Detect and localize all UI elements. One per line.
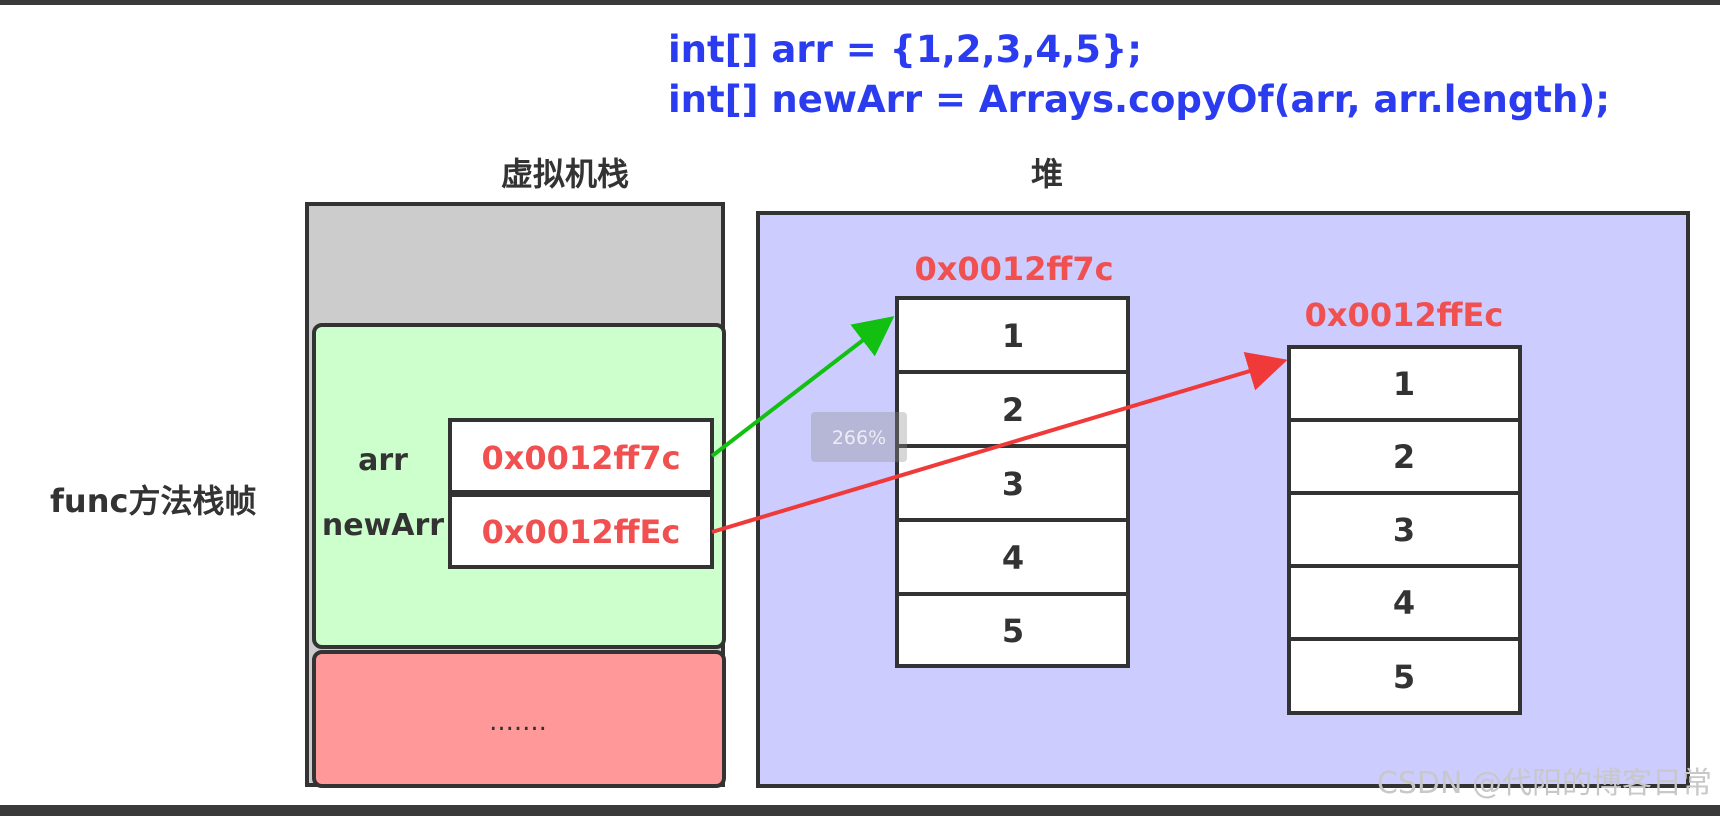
array2-value: 2 [1393,438,1415,476]
frame-label: func方法栈帧 [50,482,256,520]
array2-value: 4 [1393,584,1415,622]
heap-title: 堆 [1031,155,1063,193]
code-line-2: int[] newArr = Arrays.copyOf(arr, arr.le… [668,78,1610,121]
array1-value: 4 [1002,539,1024,577]
array1: 1 2 3 4 5 [895,296,1130,668]
var-value-arr: 0x0012ff7c [481,439,680,477]
array2-value: 1 [1393,365,1415,403]
array2-cell [1287,637,1522,715]
arr-reference-arrow [710,316,895,458]
array1-cell [895,518,1130,596]
array1-cell [895,592,1130,668]
array1-value: 1 [1002,317,1024,355]
array1-value: 3 [1002,465,1024,503]
stack-title: 虚拟机栈 [501,155,629,193]
var-value-newarr: 0x0012ffEc [482,513,681,551]
var-name-newarr: newArr [322,508,444,543]
zoom-indicator [811,412,907,462]
array2-address: 0x0012ffEc [1305,296,1504,334]
other-stack-frame [312,650,726,788]
array2-cell [1287,564,1522,641]
zoom-indicator-text: 266% [832,427,886,449]
ellipsis-text: ....... [489,707,547,737]
var-value-box-newarr [448,493,714,569]
array2-value: 5 [1393,658,1415,696]
array2-cell [1287,418,1522,495]
watermark: CSDN @代阳的博客日常 [1377,766,1712,801]
var-value-box-arr [448,418,714,494]
newarr-reference-arrow [711,352,1288,534]
array1-cell [895,444,1130,522]
code-line-1: int[] arr = {1,2,3,4,5}; [668,28,1142,71]
array1-address: 0x0012ff7c [914,250,1113,288]
array1-value: 2 [1002,391,1024,429]
array1-value: 5 [1002,612,1024,650]
array2: 1 2 3 4 5 [1287,345,1522,715]
var-name-arr: arr [358,443,408,478]
array2-value: 3 [1393,511,1415,549]
array2-cell [1287,491,1522,568]
